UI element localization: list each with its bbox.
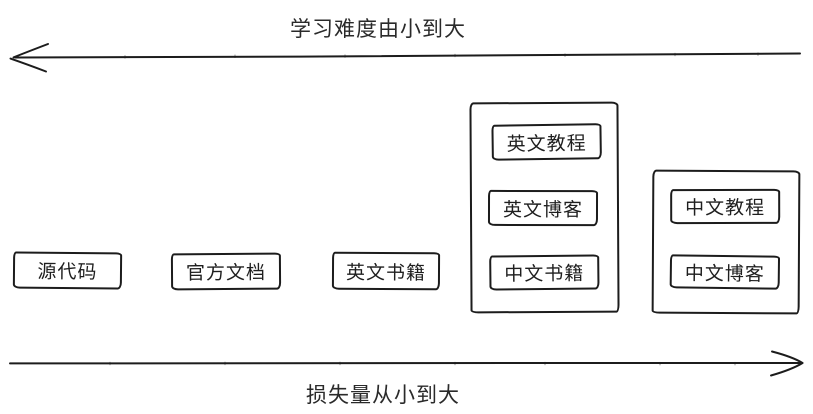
loss-arrowhead <box>771 350 804 364</box>
node-chinese-tutorials: 中文教程 <box>670 188 781 225</box>
loss-line-ticks <box>109 361 736 366</box>
difficulty-arrow-line <box>14 52 801 59</box>
node-english-tutorials-label: 英文教程 <box>506 132 587 156</box>
node-chinese-blogs: 中文博客 <box>669 254 781 290</box>
node-english-blogs: 英文博客 <box>487 189 599 227</box>
node-english-blogs-label: 英文博客 <box>502 199 584 221</box>
difficulty-arrowhead-lower <box>9 57 47 73</box>
loss-axis-label: 损失量从小到大 <box>306 384 460 407</box>
node-official-docs-label: 官方文档 <box>185 262 267 285</box>
difficulty-arrow-left <box>9 43 801 73</box>
node-english-tutorials: 英文教程 <box>491 123 602 161</box>
group-english-resources: 英文教程 英文博客 中文书籍 <box>469 101 620 314</box>
node-chinese-books-label: 中文书籍 <box>504 263 585 286</box>
node-chinese-books: 中文书籍 <box>489 254 600 291</box>
node-chinese-blogs-label: 中文博客 <box>684 263 765 285</box>
loss-arrow-right <box>9 350 804 377</box>
node-english-books-label: 英文书籍 <box>345 262 427 284</box>
difficulty-line-ticks <box>124 52 759 59</box>
group-chinese-resources: 中文教程 中文博客 <box>651 169 801 315</box>
node-source-code: 源代码 <box>12 251 123 290</box>
node-chinese-tutorials-label: 中文教程 <box>685 197 766 220</box>
node-english-books: 英文书籍 <box>331 251 441 291</box>
node-official-docs: 官方文档 <box>170 252 282 291</box>
difficulty-arrowhead <box>12 43 49 59</box>
loss-arrowhead-lower <box>770 362 804 377</box>
node-source-code-label: 源代码 <box>37 261 98 284</box>
difficulty-axis-label: 学习难度由小到大 <box>290 18 466 41</box>
